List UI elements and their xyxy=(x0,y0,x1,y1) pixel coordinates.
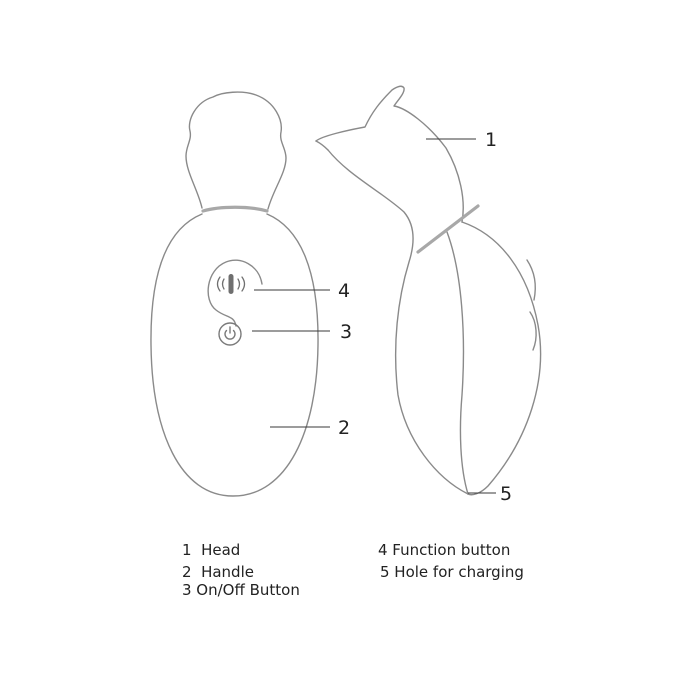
power-button-icon xyxy=(218,322,242,346)
callout-4: 4 xyxy=(338,280,350,302)
side-view xyxy=(315,85,542,496)
control-s-arc xyxy=(207,259,263,327)
callouts: 1 4 3 2 5 xyxy=(252,129,512,505)
function-button-icon xyxy=(216,274,246,294)
legend-item-handle: 2 Handle xyxy=(182,563,254,581)
callout-2: 2 xyxy=(338,417,350,439)
front-neck-band xyxy=(201,205,269,213)
front-view xyxy=(150,91,319,497)
callout-3: 3 xyxy=(340,321,352,343)
side-back-outline xyxy=(327,149,469,495)
callout-1: 1 xyxy=(485,129,497,151)
legend-item-function-button: 4 Function button xyxy=(378,541,511,559)
side-head-outline xyxy=(315,85,464,223)
front-handle-outline xyxy=(150,213,319,497)
side-inner-seam xyxy=(446,231,469,495)
side-buttons xyxy=(526,259,537,351)
callout-5: 5 xyxy=(500,483,512,505)
side-front-outline xyxy=(461,221,542,496)
legend-item-head: 1 Head xyxy=(182,541,241,559)
side-head-lip xyxy=(315,140,329,151)
legend-item-charging-hole: 5 Hole for charging xyxy=(380,563,524,581)
legend-item-onoff-button: 3 On/Off Button xyxy=(182,581,300,599)
side-band xyxy=(416,204,480,254)
front-head-outline xyxy=(185,91,287,210)
